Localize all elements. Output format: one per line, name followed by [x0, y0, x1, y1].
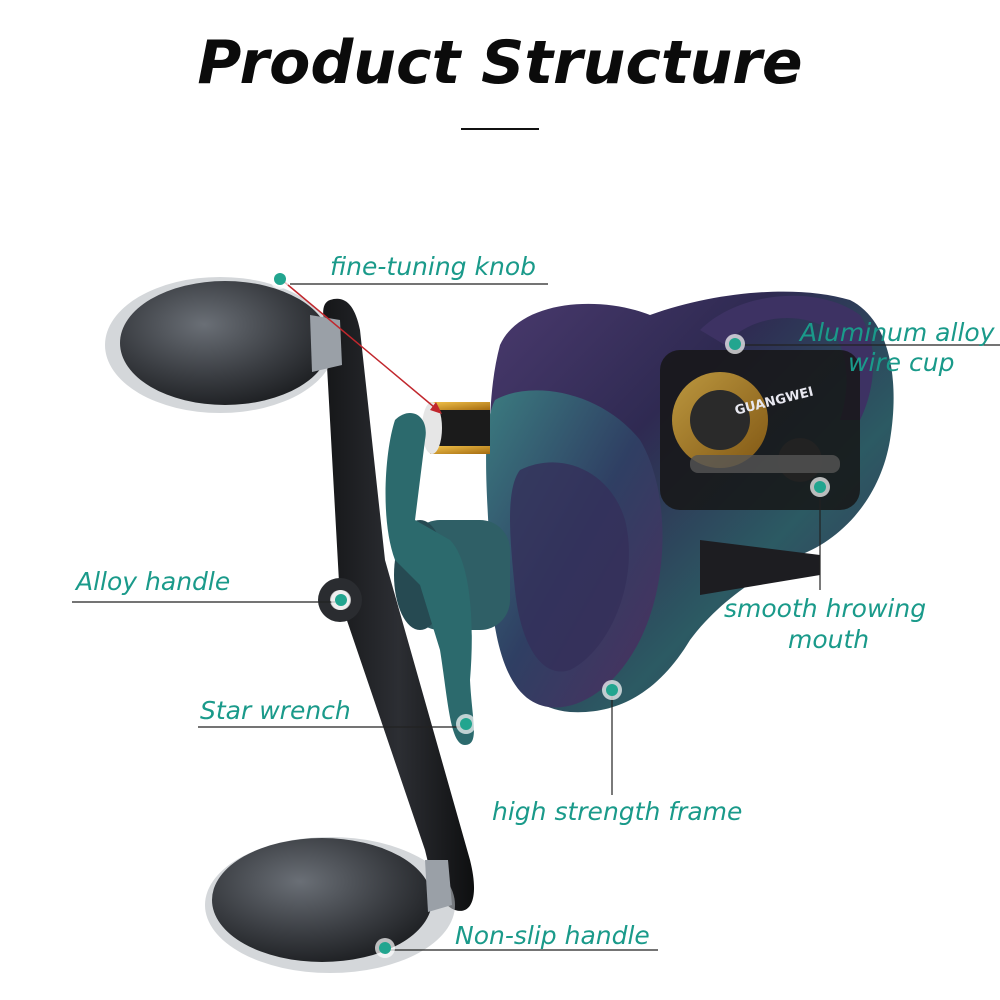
- callout-high-strength-frame: high strength frame: [492, 797, 743, 826]
- star-wrench-part: [385, 412, 474, 745]
- callout-dots: [270, 269, 830, 958]
- callout-star-wrench: Star wrench: [200, 696, 351, 725]
- callout-alloy-handle: Alloy handle: [76, 567, 231, 596]
- callout-aluminum-alloy-line2: wire cup: [848, 348, 955, 377]
- callout-non-slip-handle: Non-slip handle: [455, 921, 650, 950]
- top-handle-knob: [105, 277, 342, 413]
- callout-lines: [72, 283, 1000, 951]
- callout-fine-tuning-knob: fine-tuning knob: [330, 252, 536, 281]
- page-title: Product Structure: [197, 28, 803, 98]
- callout-aluminum-alloy-line1: Aluminum alloy: [800, 318, 995, 347]
- fine-tuning-knob-part: [422, 402, 490, 454]
- bottom-handle-knob: [205, 837, 455, 973]
- callout-smooth-mouth-line1: smooth hrowing: [724, 594, 927, 623]
- title-underline: [461, 128, 539, 130]
- reel-body: GUANGWEI: [486, 291, 894, 713]
- callout-smooth-mouth-line2: mouth: [788, 625, 870, 654]
- knob-pointer-arrow: [430, 402, 442, 414]
- knob-pointer-line: [281, 279, 441, 413]
